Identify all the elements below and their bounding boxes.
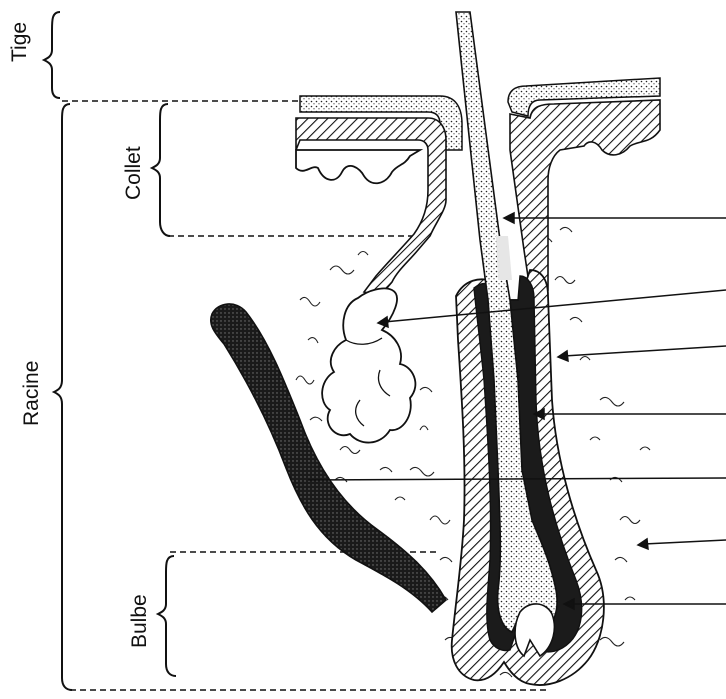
collet-bracket <box>152 104 170 236</box>
arrector-pili-muscle <box>211 304 446 612</box>
dermal-papilla <box>515 604 554 656</box>
label-bulbe: Bulbe <box>128 594 152 648</box>
epidermis-left-dermis <box>296 118 446 296</box>
bulbe-bracket <box>158 556 176 676</box>
epidermis-right-dermis <box>510 100 660 290</box>
label-tige: Tige <box>8 22 32 62</box>
brackets <box>44 12 176 690</box>
label-racine: Racine <box>20 361 44 426</box>
epidermis-left-bottom <box>296 150 420 183</box>
label-collet: Collet <box>122 146 146 200</box>
sebaceous-gland <box>322 288 415 442</box>
hair-shaft-center <box>496 236 512 280</box>
tige-bracket <box>44 12 60 98</box>
racine-bracket <box>54 104 72 690</box>
